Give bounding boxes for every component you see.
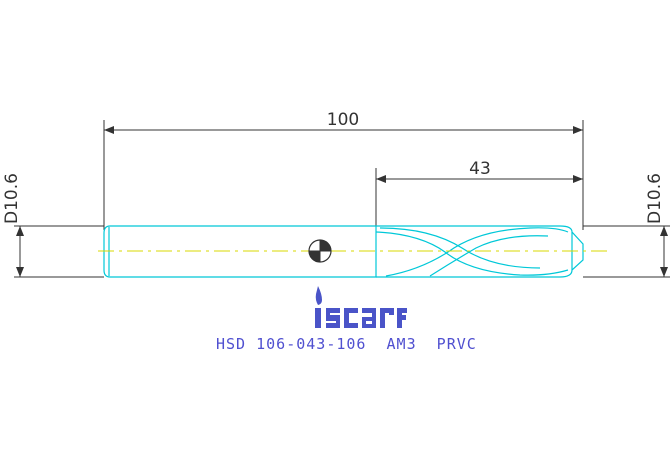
logo-flame [315, 286, 322, 305]
left-diameter-label: D10.6 [2, 173, 22, 224]
flute-helix-2 [379, 227, 541, 269]
center-of-gravity-icon [308, 239, 332, 263]
left-diameter-dimension [14, 225, 104, 278]
part-number: HSD 106-043-106 AM3 PRVC [216, 335, 477, 353]
flute-length-label: 43 [469, 159, 491, 179]
drill-shank [103, 225, 377, 278]
drill-flute-outline [376, 225, 584, 278]
logo-text: iscar [0, 0, 3, 1]
overall-length-dimension [103, 120, 584, 230]
flute-length-dimension [375, 168, 583, 230]
flute-helix-1 [375, 231, 569, 276]
right-diameter-dimension [583, 225, 670, 278]
flute-helix-4 [429, 235, 549, 277]
flute-helix-3 [385, 227, 569, 277]
right-diameter-label: D10.6 [645, 173, 665, 224]
iscar-logo-icon: iscar [0, 0, 407, 328]
overall-length-label: 100 [327, 110, 359, 130]
